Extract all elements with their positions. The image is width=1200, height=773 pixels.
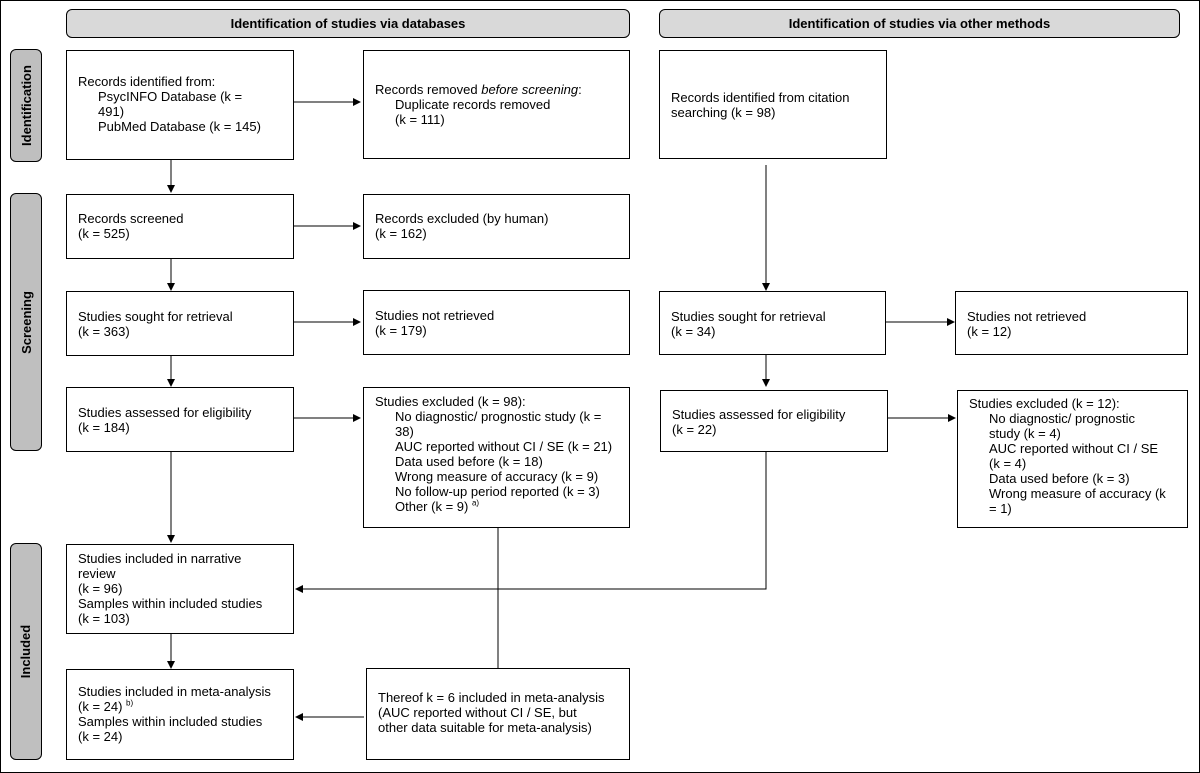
box-thereof-meta: Thereof k = 6 included in meta-analysis …	[366, 668, 630, 760]
header-other-methods: Identification of studies via other meth…	[659, 9, 1180, 38]
box-records-removed: Records removed before screening: Duplic…	[363, 50, 630, 159]
box-other-sought: Studies sought for retrieval (k = 34)	[659, 291, 886, 355]
box-other-excluded: Studies excluded (k = 12): No diagnostic…	[957, 390, 1188, 528]
phase-screening: Screening	[10, 193, 42, 451]
box-studies-excluded: Studies excluded (k = 98): No diagnostic…	[363, 387, 630, 528]
header-databases: Identification of studies via databases	[66, 9, 630, 38]
box-meta-analysis: Studies included in meta-analysis (k = 2…	[66, 669, 294, 760]
box-narrative-review: Studies included in narrative review (k …	[66, 544, 294, 634]
box-records-screened: Records screened (k = 525)	[66, 194, 294, 259]
box-studies-sought: Studies sought for retrieval (k = 363)	[66, 291, 294, 356]
phase-identification: Identification	[10, 49, 42, 162]
phase-included: Included	[10, 543, 42, 760]
box-other-assessed: Studies assessed for eligibility (k = 22…	[660, 390, 888, 452]
box-other-not-retrieved: Studies not retrieved (k = 12)	[955, 291, 1188, 355]
box-records-excluded-human: Records excluded (by human) (k = 162)	[363, 194, 630, 259]
box-studies-assessed: Studies assessed for eligibility (k = 18…	[66, 387, 294, 452]
box-citation-searching: Records identified from citation searchi…	[659, 50, 887, 159]
box-records-identified: Records identified from: PsycINFO Databa…	[66, 50, 294, 160]
box-studies-not-retrieved: Studies not retrieved (k = 179)	[363, 290, 630, 355]
arrow-other-assessed-to-narrative	[295, 452, 767, 593]
